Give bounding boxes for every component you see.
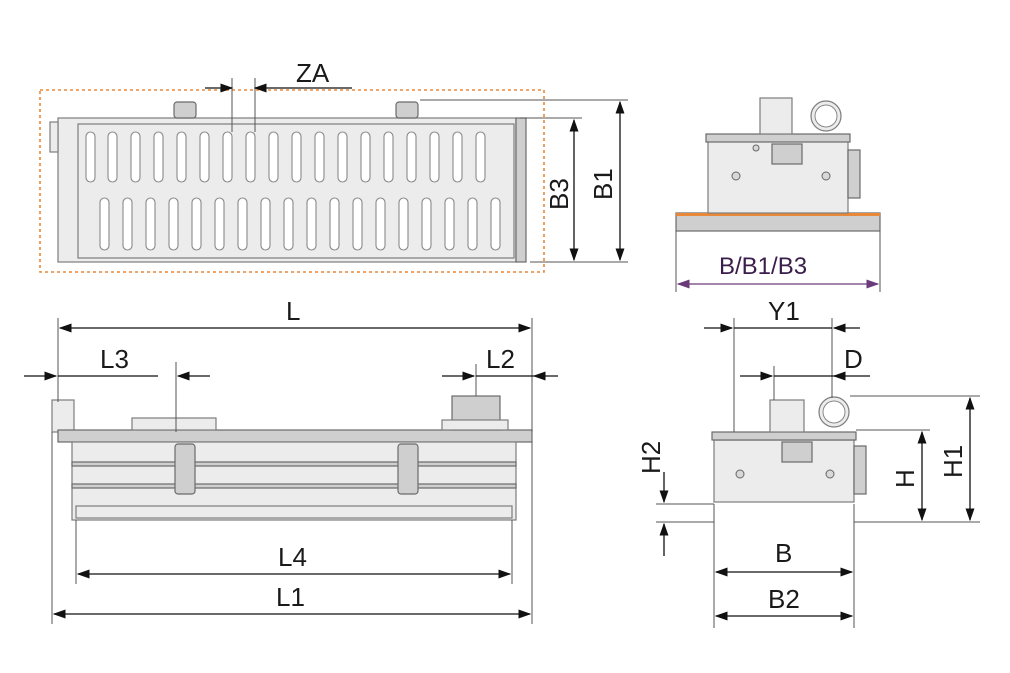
label-l3: L3	[100, 344, 129, 374]
label-za: ZA	[296, 58, 330, 88]
clamp-right	[395, 101, 419, 119]
highlight-box	[39, 89, 545, 273]
label-b: B	[775, 538, 792, 568]
front-pump-base	[441, 419, 509, 431]
side-handle-lower	[853, 445, 867, 495]
label-l: L	[286, 296, 300, 326]
label-b2: B2	[768, 584, 800, 614]
side-housing-top	[711, 431, 857, 441]
front-top-rail	[57, 429, 533, 443]
label-l1: L1	[276, 582, 305, 612]
upper-slot-row	[85, 131, 486, 183]
housing-top	[705, 133, 851, 143]
side-handle	[847, 149, 861, 199]
top-view-edge	[515, 117, 527, 263]
front-groove-1	[71, 461, 517, 467]
front-left-cap	[51, 399, 75, 433]
lower-slot-row	[99, 197, 501, 251]
valve-plate	[771, 143, 803, 165]
front-groove-2	[71, 483, 517, 489]
label-b3: B3	[544, 178, 574, 210]
top-view: ZA B3 B1	[39, 58, 628, 273]
label-b-b1-b3: B/B1/B3	[719, 253, 807, 280]
front-bottom-rail	[75, 505, 513, 519]
base-plate-stripe	[676, 213, 880, 216]
label-y1: Y1	[768, 296, 800, 326]
front-top-parts	[131, 417, 217, 431]
side-pump	[769, 399, 805, 433]
side-view: Y1 D H2 H H1 B B2	[636, 296, 980, 628]
front-view: L L3 L2 L4 L1	[24, 296, 558, 624]
label-l4: L4	[278, 542, 307, 572]
label-h2: H2	[636, 441, 666, 474]
end-view-top: B/B1/B3	[675, 97, 881, 292]
label-h: H	[890, 469, 920, 488]
label-b1: B1	[588, 168, 618, 200]
clamp-left	[173, 101, 197, 119]
front-latch-right	[397, 443, 419, 495]
pump-top	[759, 97, 793, 135]
label-d: D	[844, 344, 863, 374]
label-h1: H1	[938, 445, 968, 478]
label-l2: L2	[486, 344, 515, 374]
top-view-left-tab	[49, 121, 59, 153]
front-latch-left	[174, 443, 196, 495]
side-valve-plate	[781, 441, 813, 463]
